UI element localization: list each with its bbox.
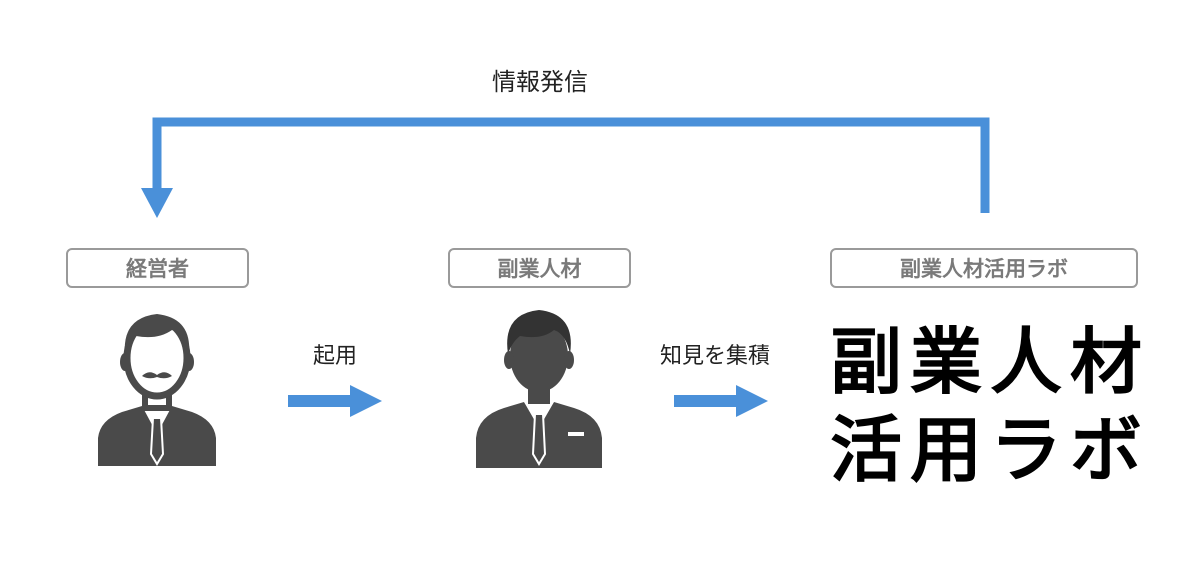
executive-label-box: 経営者 [66, 248, 249, 288]
feedback-arrowhead [141, 188, 173, 218]
feedback-label: 情報発信 [492, 68, 588, 96]
executive-icon [98, 314, 216, 466]
brand-logo-line2: 活用ラボ [830, 408, 1151, 492]
side-worker-icon [476, 310, 602, 468]
knowledge-label: 知見を集積 [659, 344, 770, 369]
side-worker-label: 副業人材 [497, 257, 582, 281]
brand-logo: 副業人材 活用ラボ [830, 318, 1150, 494]
hire-arrow [288, 385, 382, 417]
lab-label: 副業人材活用ラボ [900, 257, 1068, 281]
knowledge-arrow [674, 385, 768, 417]
brand-logo-line1: 副業人材 [830, 320, 1151, 404]
lab-label-box: 副業人材活用ラボ [830, 248, 1138, 288]
hire-label: 起用 [312, 344, 357, 369]
side-worker-label-box: 副業人材 [448, 248, 631, 288]
executive-label: 経営者 [126, 257, 189, 281]
